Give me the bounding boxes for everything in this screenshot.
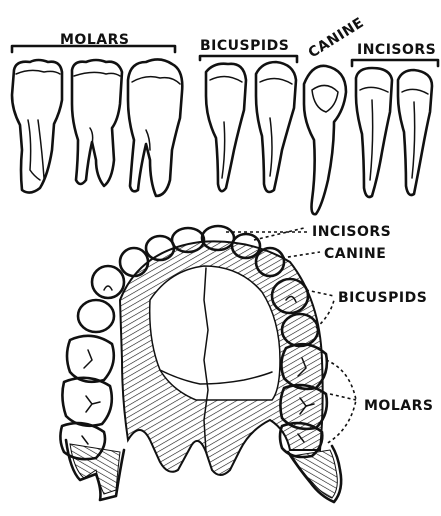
arch-molar-l2 (62, 378, 111, 426)
label-incisors-top: INCISORS (357, 42, 436, 58)
label-bicuspids-top: BICUSPIDS (200, 38, 289, 54)
label-bicuspids-arch: BICUSPIDS (338, 290, 427, 306)
arch-molar-l1 (67, 336, 114, 382)
arch-canine-left (120, 248, 148, 276)
leader-canine (282, 252, 320, 258)
leader-incisors-2 (254, 228, 304, 240)
bracket-bicuspids (200, 56, 297, 62)
leader-molars-brace (326, 360, 356, 444)
tooth-incisor-2 (398, 70, 432, 195)
tooth-bicuspid-1 (206, 64, 246, 192)
tooth-incisor-1 (356, 68, 392, 197)
tooth-molar-1 (12, 60, 62, 193)
leader-molars-mid (330, 394, 356, 400)
arch-bicuspid-l1 (92, 266, 124, 298)
bracket-molars (12, 46, 175, 52)
label-canine-arch: CANINE (324, 246, 386, 262)
label-molars-arch: MOLARS (364, 398, 433, 414)
arch-bicuspid-l2 (78, 300, 114, 332)
tooth-molar-2 (72, 60, 122, 186)
tooth-canine (304, 66, 346, 214)
tooth-bicuspid-2 (256, 62, 296, 192)
label-incisors-arch: INCISORS (312, 224, 391, 240)
bracket-incisors (352, 60, 438, 66)
tooth-molar-3 (128, 59, 182, 196)
